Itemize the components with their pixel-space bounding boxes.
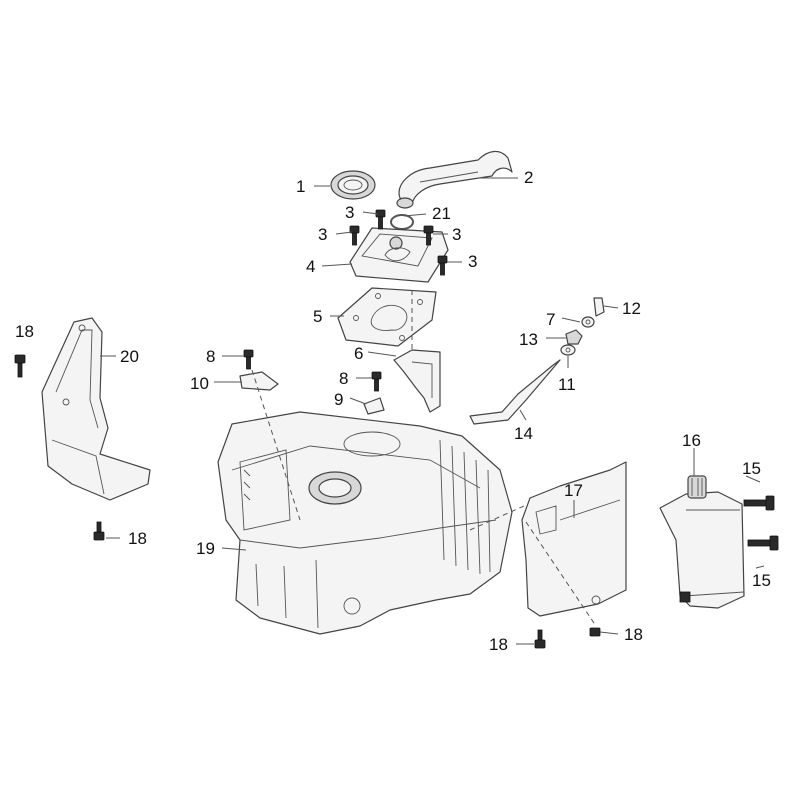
callout-10: 10: [190, 374, 209, 393]
bolt-icon: [14, 354, 26, 378]
callout-20: 20: [120, 347, 139, 366]
part-breather-cover: [349, 227, 449, 283]
callout-12: 12: [622, 299, 641, 318]
part-bracket-rod: [469, 359, 561, 425]
bolt-icon: [743, 495, 775, 511]
bolt-icon: [423, 225, 434, 246]
part-starter-motor: [659, 475, 745, 609]
callout-18: 18: [15, 322, 34, 341]
callout-5: 5: [313, 307, 322, 326]
callout-18: 18: [624, 625, 643, 644]
part-bracket-9: [363, 397, 385, 415]
callout-9: 9: [334, 390, 343, 409]
part-nut: [565, 329, 583, 345]
callout-8: 8: [206, 347, 215, 366]
callout-15: 15: [752, 571, 771, 590]
bolt-icon: [437, 255, 448, 276]
callout-14: 14: [514, 424, 533, 443]
leader-lines: [100, 177, 765, 645]
part-left-shroud: [41, 317, 151, 501]
callout-18: 18: [128, 529, 147, 548]
callout-11: 11: [558, 375, 576, 394]
bolt-icon: [589, 627, 601, 637]
part-clip: [593, 297, 605, 317]
callout-3: 3: [318, 225, 327, 244]
callout-4: 4: [306, 257, 315, 276]
bolt-icon: [349, 225, 360, 246]
part-bracket-10: [239, 371, 279, 391]
callout-7: 7: [546, 310, 555, 329]
callout-16: 16: [682, 431, 701, 450]
callout-6: 6: [354, 344, 363, 363]
bolt-icon: [747, 535, 779, 551]
part-oil-seal: [330, 170, 376, 200]
bolt-icon: [93, 521, 105, 541]
callout-19: 19: [196, 539, 215, 558]
bolt-icon: [371, 371, 382, 392]
bolt-icon: [375, 209, 386, 230]
bolt-icon: [243, 349, 254, 370]
callout-13: 13: [519, 330, 538, 349]
callout-3: 3: [345, 203, 354, 222]
callout-2: 2: [524, 168, 533, 187]
callout-3: 3: [452, 225, 461, 244]
part-washer-small: [560, 344, 576, 356]
part-hose-clamp: [390, 214, 414, 230]
callout-8: 8: [339, 369, 348, 388]
part-washer: [581, 316, 595, 328]
callout-1: 1: [296, 177, 305, 196]
part-right-shroud: [521, 461, 627, 617]
bolt-icon: [534, 629, 546, 649]
callout-18: 18: [489, 635, 508, 654]
callout-3: 3: [468, 252, 477, 271]
part-breather-hose: [396, 150, 513, 209]
callout-15: 15: [742, 459, 761, 478]
callout-21: 21: [432, 204, 451, 223]
part-crankcase: [217, 411, 513, 635]
callout-17: 17: [564, 481, 583, 500]
part-gasket: [337, 287, 437, 347]
part-bracket: [393, 349, 441, 413]
